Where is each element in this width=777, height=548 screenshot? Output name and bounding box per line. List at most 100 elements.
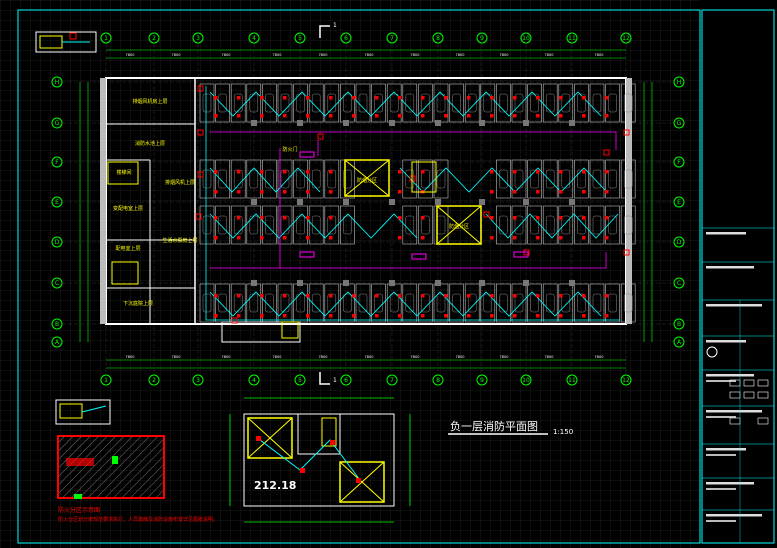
smoke-detector [444,114,448,118]
room-label: 配电室上层 [115,245,140,252]
car-outline [202,169,212,189]
car-outline [265,169,274,189]
smoke-detector [490,236,494,240]
smoke-detector [329,236,333,240]
axis-bubble [192,32,204,44]
parking-stall [620,205,636,245]
dimension-text: 7800 [595,355,604,359]
axis-bubble [386,374,398,386]
smoke-detector [329,114,333,118]
axis-label: B [55,321,59,328]
dimension-text: 7800 [545,53,554,57]
parking-stall [215,83,230,123]
building-walls [100,77,632,343]
parking-stall [246,205,262,245]
smoke-detector [582,294,586,298]
dimension-text: 7800 [500,53,509,57]
smoke-detector [214,216,218,220]
smoke-detector [214,294,218,298]
smoke-detector [513,190,517,194]
parking-stall [605,159,620,199]
room-label: 楼梯间 [116,169,131,176]
axis-label: D [677,239,682,246]
parking-stall [199,205,215,245]
smoke-detector [582,236,586,240]
axis-label: A [55,339,60,346]
dimension-text: 7800 [319,355,328,359]
smoke-detector [467,294,471,298]
fire-wiring-run [209,291,602,317]
title-block-text [706,488,736,490]
smoke-detector [467,96,471,100]
axis-bubble [100,374,112,386]
smoke-detector [237,96,241,100]
fire-wiring-run [485,213,619,239]
hydrant-box [411,253,427,260]
parking-stall [418,283,433,323]
axis-bubble [673,76,685,88]
smoke-detector [513,216,517,220]
axis-bubble [673,336,685,348]
smoke-detector [398,314,402,318]
parking-stall [324,159,340,199]
axis-label: D [55,239,60,246]
manual-alarm [317,133,324,140]
parking-stall [620,159,636,199]
smoke-detector [398,114,402,118]
hydrant-box [299,251,315,258]
title-block-text [706,304,762,307]
smoke-detector [605,96,609,100]
axis-label: 6 [344,377,348,384]
parking-stall [558,83,574,123]
smoke-detector [559,314,563,318]
smoke-detector [306,314,310,318]
axis-bubble [673,318,685,330]
dimension-text: 7800 [411,53,420,57]
smoke-detector [559,236,563,240]
smoke-detector [559,190,563,194]
zone-label: 防烟分区 [449,223,469,230]
car-outline [202,293,212,313]
car-outline [467,293,477,313]
parking-stall [355,283,371,323]
smoke-detector [237,170,241,174]
smoke-detector [329,294,333,298]
smoke-detector [444,294,448,298]
smoke-detector [536,294,540,298]
smoke-detector [214,314,218,318]
car-outline [545,93,555,113]
fire-alarm-wiring [205,86,620,321]
axis-bubble [340,32,352,44]
car-outline [218,169,227,189]
dimension-text: 7800 [172,53,181,57]
smoke-detector [283,96,287,100]
parking-stall [558,159,574,199]
smoke-detector [306,216,310,220]
car-outline [343,215,352,235]
car-outline [436,93,446,113]
axis-bubble [673,117,685,129]
axis-label: 5 [298,377,302,384]
dimension-text: 7800 [319,53,328,57]
parking-stall [542,159,558,199]
parking-stall [542,283,558,323]
parking-stall [199,283,215,323]
parking-stall [371,83,386,123]
axis-label: H [677,79,682,86]
parking-stall [464,283,480,323]
parking-stall [574,159,589,199]
smoke-detector [605,314,609,318]
parking-stall [418,83,433,123]
car-outline [499,293,508,313]
title-block-text [706,380,736,382]
title-block-cell [757,417,769,425]
smoke-detector [536,314,540,318]
axis-bubble [248,32,260,44]
axis-bubble [294,32,306,44]
structural-column [435,280,441,286]
car-outline [218,93,227,113]
smoke-detector [490,190,494,194]
smoke-detector [352,114,356,118]
axis-bubble [673,236,685,248]
smoke-detector [605,170,609,174]
